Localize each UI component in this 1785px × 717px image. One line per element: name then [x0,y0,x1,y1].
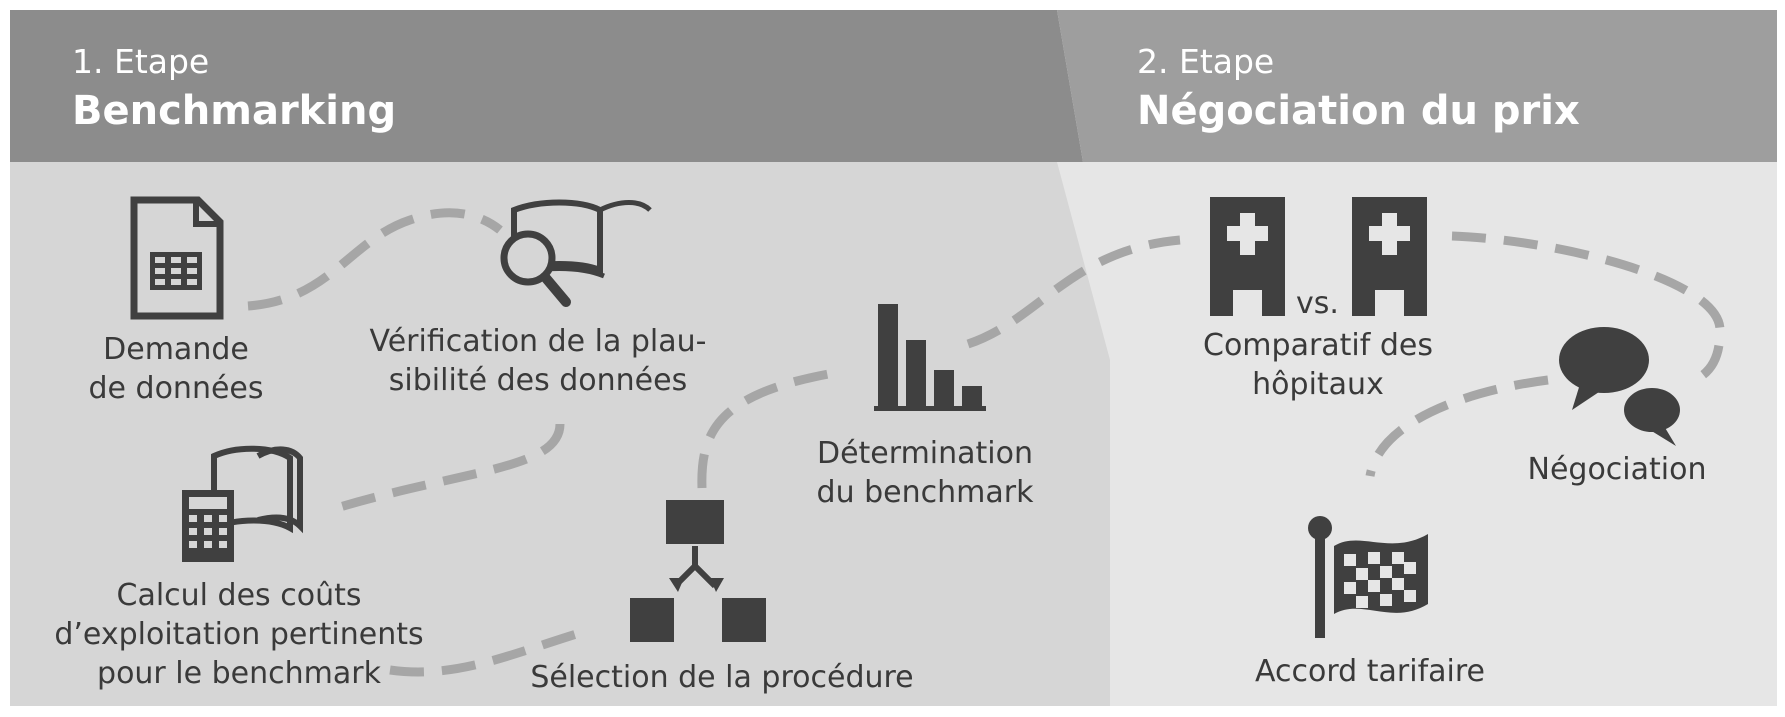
path-segment-procedure-to-benchmark [697,367,841,489]
path-segment-benchmark-to-hospitals [966,235,1181,349]
step2-body-background [1057,162,1777,706]
process-path [247,208,1725,677]
step2-number: 2. Etape [1137,42,1275,81]
node-negotiation-label: Négociation [1527,452,1707,487]
node-cost-calc-label: Calcul des coûts d’exploitation pertinen… [54,578,424,691]
speech-bubbles-icon [1559,327,1682,446]
node-hospitals-label: Comparatif des hôpitaux [1203,328,1433,402]
path-segment-check-to-cost [328,423,565,515]
path-segment-request-to-check [247,208,503,311]
step1-number: 1. Etape [72,42,210,81]
node-data-request-label: Demande de données [88,332,264,406]
hospital-icon [1210,197,1285,316]
node-benchmark-label: Détermination du benchmark [816,436,1034,510]
step1-header-background [10,10,1083,162]
node-plausibility-label: Vérification de la plau- sibilité des do… [369,324,707,398]
book-magnifier-icon [500,199,652,307]
path-segment-hospitals-to-negotiation [1451,231,1725,384]
step1-title: Benchmarking [72,88,397,134]
node-procedure-label: Sélection de la procédure [530,660,914,695]
hospitals-vs-label: vs. [1296,286,1339,321]
path-segment-negotiation-to-agreement [1365,375,1549,478]
bar-chart-icon [874,304,986,411]
path-segment-cost-to-procedure [389,625,592,677]
hospital-icon [1352,197,1427,316]
step2-title: Négociation du prix [1137,88,1580,134]
hierarchy-selection-icon [630,500,766,642]
checkered-flag-icon [1308,516,1428,638]
spreadsheet-document-icon [130,196,224,320]
node-agreement-label: Accord tarifaire [1255,654,1485,689]
calculator-book-icon [182,445,303,562]
step2-header-background [1057,10,1777,162]
